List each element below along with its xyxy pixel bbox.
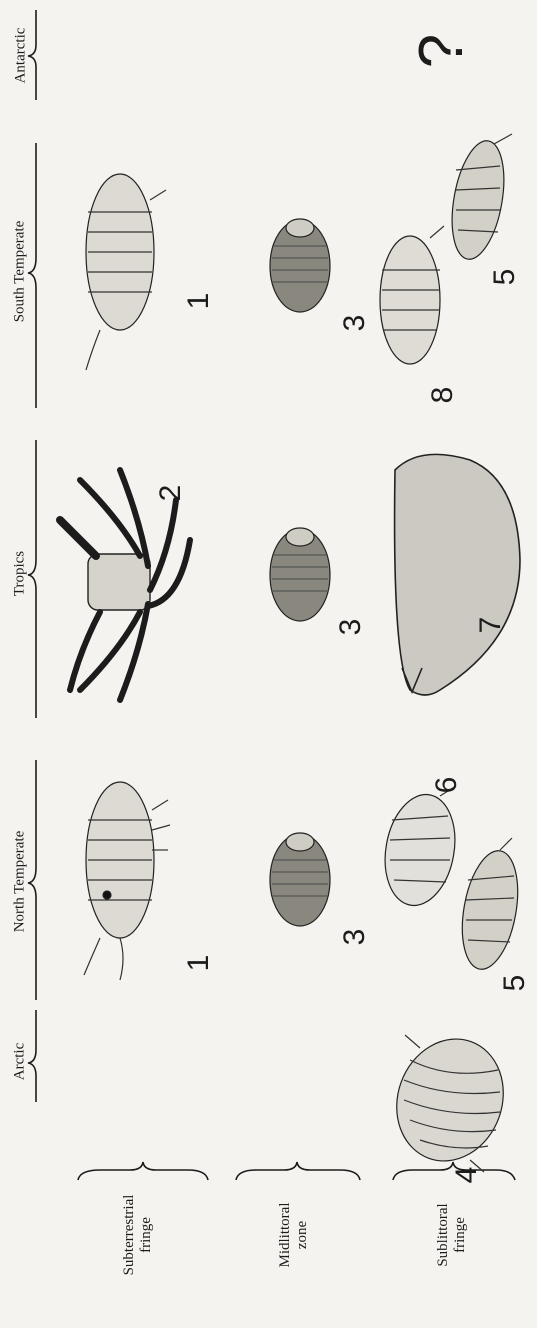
- label-st-midlittoral: 3: [340, 308, 370, 338]
- label-st-sublittoral-a: 8: [428, 380, 458, 410]
- zone-label-subterrestrial-line1: Subterrestrial: [121, 1170, 138, 1300]
- region-label-arctic: Arctic: [12, 1036, 29, 1088]
- bracket-tropics: [28, 440, 36, 718]
- bracket-arctic: [28, 1010, 36, 1102]
- tropics-midlittoral-organism: [270, 528, 330, 621]
- label-arctic-sublittoral: 4: [452, 1160, 482, 1190]
- st-midlittoral-organism: [270, 219, 330, 312]
- arctic-sublittoral-organism: [380, 1024, 520, 1176]
- label-nt-sublittoral-a: 5: [500, 968, 530, 998]
- nt-midlittoral-organism: [270, 833, 330, 926]
- tropics-sublittoral-organism: [395, 454, 520, 695]
- antarctic-question-mark: ?: [411, 11, 473, 91]
- zone-label-midlittoral-line2: zone: [294, 1170, 311, 1300]
- nt-subterrestrial-organism: [84, 782, 170, 980]
- label-st-subterrestrial: 1: [184, 286, 214, 316]
- label-nt-subterrestrial: 1: [184, 948, 214, 978]
- zone-label-midlittoral: Midlittoral zone: [277, 1170, 317, 1300]
- region-label-tropics: Tropics: [12, 542, 29, 606]
- label-st-sublittoral-b: 5: [490, 262, 520, 292]
- label-tr-subterrestrial: 2: [156, 478, 186, 508]
- region-label-antarctic: Antarctic: [13, 21, 30, 91]
- st-sublittoral-organism-b: [444, 134, 512, 263]
- region-label-south-temperate: South Temperate: [12, 210, 29, 334]
- nt-sublittoral-organism-a: [454, 838, 526, 974]
- st-subterrestrial-organism: [86, 174, 166, 370]
- nt-sublittoral-organism-b: [377, 786, 463, 911]
- bracket-south-temperate: [28, 143, 36, 408]
- zone-label-midlittoral-line1: Midlittoral: [277, 1170, 294, 1300]
- label-nt-sublittoral-b: 6: [432, 770, 462, 800]
- label-nt-midlittoral: 3: [340, 922, 370, 952]
- label-tr-midlittoral: 3: [336, 612, 366, 642]
- bracket-north-temperate: [28, 760, 36, 1000]
- st-sublittoral-organism-a: [380, 226, 444, 364]
- zone-label-subterrestrial-line2: fringe: [138, 1170, 155, 1300]
- zone-label-sublittoral-line1: Sublittoral: [435, 1170, 452, 1300]
- label-tr-sublittoral: 7: [476, 610, 506, 640]
- region-label-north-temperate: North Temperate: [12, 818, 29, 946]
- zone-label-subterrestrial: Subterrestrial fringe: [121, 1170, 161, 1300]
